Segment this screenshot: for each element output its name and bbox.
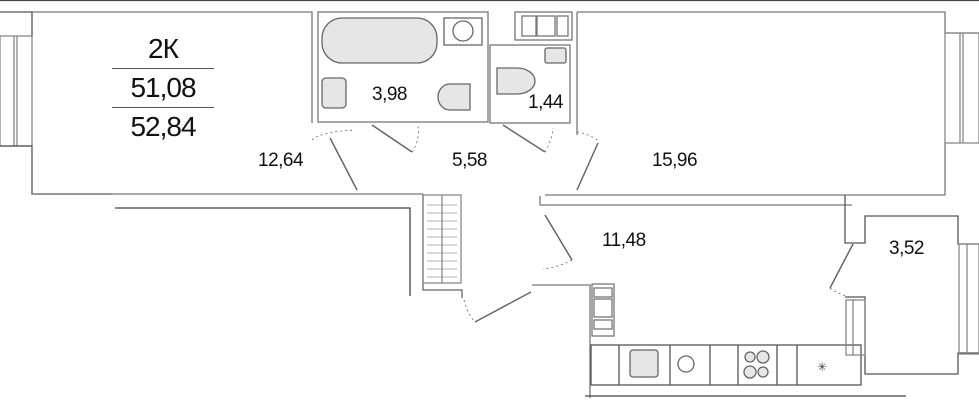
wall-loggia [844, 195, 979, 245]
window-left [0, 35, 33, 147]
living-area: 51,08 [130, 72, 196, 103]
room-area-bedroom: 12,64 [258, 150, 304, 171]
wall-kitchen [539, 196, 852, 206]
wall-living-room [577, 11, 979, 34]
wall-bedroom [32, 11, 313, 123]
room-area-living-room: 15,96 [652, 150, 698, 171]
toilet-walls [489, 44, 571, 124]
room-area-toilet: 1,44 [528, 92, 563, 113]
kitchen-sink [629, 349, 659, 378]
bathtub [321, 17, 438, 64]
total-area: 52,84 [130, 111, 196, 142]
door-bedroom [329, 137, 358, 191]
loggia-door-frame [845, 299, 866, 356]
room-area-loggia: 3,52 [889, 238, 924, 259]
window-right-top [944, 32, 979, 144]
kitchen-counter [590, 344, 862, 386]
shaft [514, 11, 573, 41]
door-living-room [576, 142, 599, 191]
room-area-kitchen: 11,48 [602, 230, 646, 251]
dishwasher [677, 355, 695, 373]
door-bathroom [371, 124, 413, 153]
summary-divider [112, 107, 214, 108]
door-kitchen [544, 214, 573, 261]
toilet-bowl [496, 67, 536, 95]
door-toilet [502, 124, 546, 153]
room-area-bathroom: 3,98 [372, 84, 407, 105]
window-loggia [958, 243, 979, 355]
room-area-hallway: 5,58 [452, 150, 487, 171]
door-loggia [829, 243, 854, 289]
room-count: 2К [148, 33, 179, 64]
bathroom-walls [317, 11, 489, 123]
door-entrance [474, 291, 532, 323]
fan-icon: ✳ [817, 360, 827, 374]
summary-divider [112, 68, 214, 69]
apartment-summary: 2К 51,08 52,84 [112, 30, 214, 146]
bathroom-sink [321, 77, 347, 109]
stove-burner [744, 351, 756, 363]
toilet-sink [544, 47, 567, 64]
bathroom-toilet [437, 83, 471, 111]
fridge-cabinet [591, 283, 615, 337]
